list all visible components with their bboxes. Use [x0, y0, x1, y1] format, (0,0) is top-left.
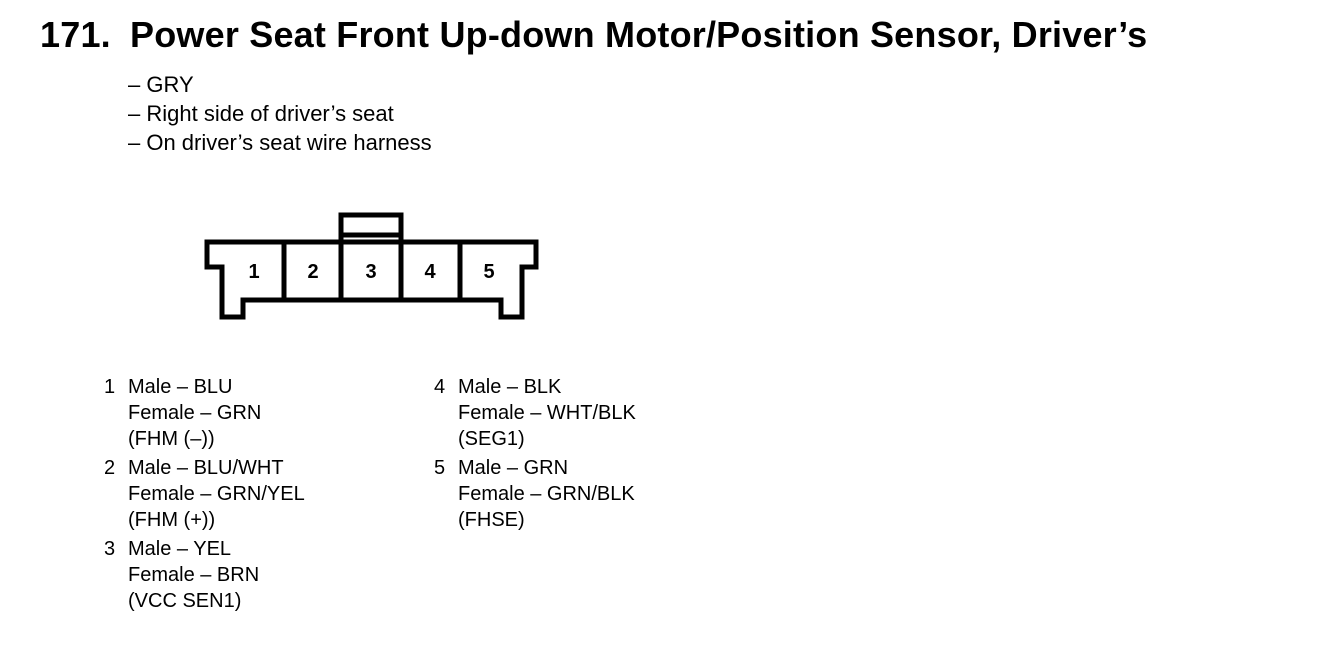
pin-number: 3: [104, 538, 116, 560]
pin-signal: (FHM (–)): [128, 428, 215, 450]
pin-male-wire: Male – BLK: [458, 376, 562, 398]
cavity-2-label: 2: [307, 261, 318, 283]
note-harness: – On driver’s seat wire harness: [128, 130, 432, 155]
page-title: 171. Power Seat Front Up-down Motor/Posit…: [40, 14, 1147, 56]
pin-2: 2 Male – BLU/WHT Female – GRN/YEL (FHM (…: [104, 455, 305, 533]
pin-signal: (VCC SEN1): [128, 590, 242, 612]
connector-lock-tab: [338, 212, 404, 242]
pin-5: 5 Male – GRN Female – GRN/BLK (FHSE): [434, 455, 636, 533]
pin-signal: (FHSE): [458, 509, 525, 531]
pin-female-wire: Female – GRN/BLK: [458, 483, 635, 505]
cavity-3-label: 3: [365, 261, 376, 283]
pin-4: 4 Male – BLK Female – WHT/BLK (SEG1): [434, 374, 636, 452]
pin-number: 2: [104, 457, 116, 479]
pin-number: 1: [104, 376, 116, 398]
pin-1: 1 Male – BLU Female – GRN (FHM (–)): [104, 374, 305, 452]
pin-male-wire: Male – BLU/WHT: [128, 457, 284, 479]
connector-notes: – GRY – Right side of driver’s seat – On…: [128, 70, 432, 157]
connector-diagram: 1 2 3 4 5: [204, 212, 539, 320]
pin-3: 3 Male – YEL Female – BRN (VCC SEN1): [104, 536, 305, 614]
pin-list-left: 1 Male – BLU Female – GRN (FHM (–)) 2 Ma…: [104, 374, 305, 617]
title-number: 171.: [40, 14, 111, 55]
pin-list-right: 4 Male – BLK Female – WHT/BLK (SEG1) 5 M…: [434, 374, 636, 536]
note-color: – GRY: [128, 72, 194, 97]
pin-number: 4: [434, 376, 446, 398]
pin-female-wire: Female – GRN: [128, 402, 262, 424]
pin-female-wire: Female – WHT/BLK: [458, 402, 636, 424]
pin-male-wire: Male – GRN: [458, 457, 569, 479]
pin-female-wire: Female – GRN/YEL: [128, 483, 305, 505]
cavity-5-label: 5: [483, 261, 494, 283]
connector-outline: [204, 239, 539, 320]
cavity-1-label: 1: [248, 261, 259, 283]
pin-signal: (SEG1): [458, 428, 525, 450]
pin-male-wire: Male – BLU: [128, 376, 233, 398]
title-text: Power Seat Front Up-down Motor/Position …: [130, 14, 1148, 55]
pin-signal: (FHM (+)): [128, 509, 216, 531]
pin-male-wire: Male – YEL: [128, 538, 232, 560]
cavity-4-label: 4: [424, 261, 436, 283]
pin-female-wire: Female – BRN: [128, 564, 260, 586]
note-location: – Right side of driver’s seat: [128, 101, 394, 126]
pin-number: 5: [434, 457, 446, 479]
